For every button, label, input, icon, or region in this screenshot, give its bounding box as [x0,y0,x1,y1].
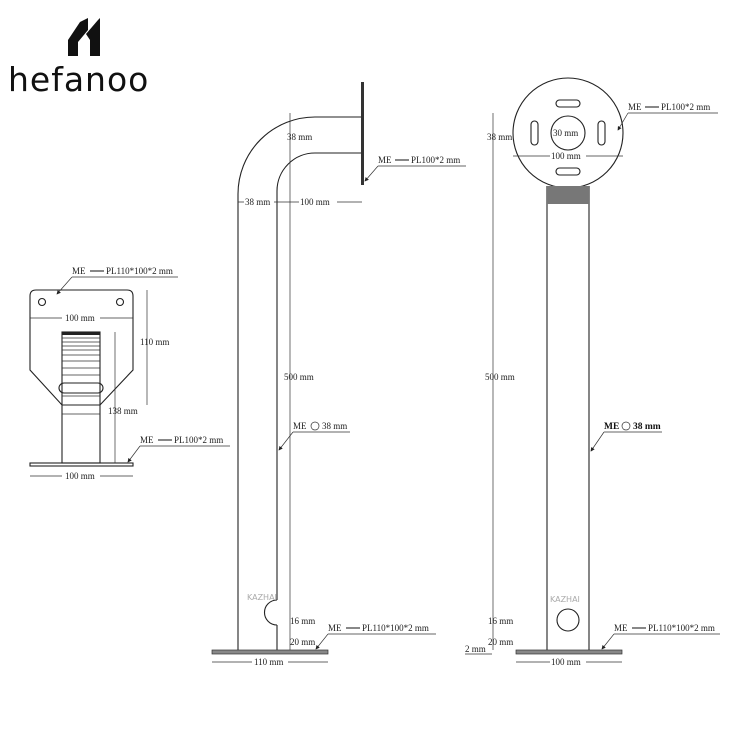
base-gap-dimension: 20 mm [488,637,513,647]
pipe-height-dimension: 138 mm [108,406,138,416]
pipe [546,186,590,650]
base-width-dimension: 100 mm [551,657,581,667]
arm-length-dimension: 100 mm [300,197,330,207]
base-width-dimension: 110 mm [254,657,283,667]
wall-plate-callout: ME PL100*2 mm [364,155,466,182]
svg-text:PL100*2 mm: PL100*2 mm [661,102,710,112]
brand-logo: hefanoo [8,18,149,99]
notch-dimension: 16 mm [290,616,315,626]
pipe-ribs [62,337,100,415]
base-plate [29,462,134,467]
bend-height-dimension: 38 mm [287,132,312,142]
hole-dimension: 16 mm [488,616,513,626]
mount-hole [37,297,47,307]
plate-diameter-dimension: 100 mm [551,151,581,161]
wall-plate [361,82,364,185]
pipe-outer [237,116,362,650]
base-plate-callout: ME PL110*100*2 mm [315,623,436,650]
svg-text:ME: ME [614,623,628,633]
mount-hole [115,297,125,307]
pipe-offset-dimension: 38 mm [245,197,270,207]
svg-text:ME: ME [328,623,342,633]
svg-text:ME: ME [604,422,619,432]
svg-text:ME: ME [140,435,154,445]
pipe-callout: ME 38 mm [278,421,350,451]
side-view: KAZHAI 38 mm 500 mm 16 mm 20 mm 38 mm 10… [211,82,466,667]
length-dimension: 500 mm [485,372,515,382]
slot-hole [58,382,104,394]
center-hole [550,115,586,151]
svg-text:38 mm: 38 mm [322,421,347,431]
svg-text:PL110*100*2 mm: PL110*100*2 mm [648,623,715,633]
pipe-inner [263,152,362,650]
svg-text:ME: ME [628,102,642,112]
svg-text:ME: ME [378,155,392,165]
base-plate-callout: ME PL110*100*2 mm [601,623,720,650]
base-gap-dimension: 20 mm [290,637,315,647]
svg-text:ME: ME [72,266,86,276]
thickness-dimension: 2 mm [465,644,486,654]
base-width-dimension: 100 mm [65,471,95,481]
round-plate-callout: ME PL100*2 mm [617,102,718,131]
brand-name: hefanoo [8,60,149,99]
base-plate [515,649,623,655]
cable-hole [556,608,580,632]
logo-h-mark [68,18,100,56]
height-dimension: 110 mm [140,337,169,347]
svg-text:PL100*2 mm: PL100*2 mm [174,435,223,445]
top-plate-callout: ME PL110*100*2 mm [56,266,178,295]
svg-text:ME: ME [293,421,307,431]
pipe [61,331,101,464]
pipe-ribs [547,186,589,204]
length-dimension: 500 mm [284,372,314,382]
base-plate-callout: ME PL100*2 mm [127,435,230,463]
rear-view: 100 mm 30 mm KAZHAI 38 mm 500 mm 16 mm 2… [465,77,720,667]
front-view: 100 mm 110 mm 138 mm 100 mm ME PL110*100… [29,266,230,481]
pipe-callout: ME 38 mm [590,421,662,452]
svg-text:38 mm: 38 mm [633,422,661,432]
emblem-logo: KAZHAI [247,593,277,602]
svg-text:PL110*100*2 mm: PL110*100*2 mm [106,266,173,276]
svg-text:PL100*2 mm: PL100*2 mm [411,155,460,165]
emblem-logo: KAZHAI [550,595,580,604]
svg-text:PL110*100*2 mm: PL110*100*2 mm [362,623,429,633]
slot-holes [530,99,606,176]
width-dimension: 100 mm [65,313,95,323]
center-hole-dimension: 30 mm [553,128,578,138]
top-dimension: 38 mm [487,132,512,142]
top-plate [29,289,134,406]
base-plate [211,649,329,655]
